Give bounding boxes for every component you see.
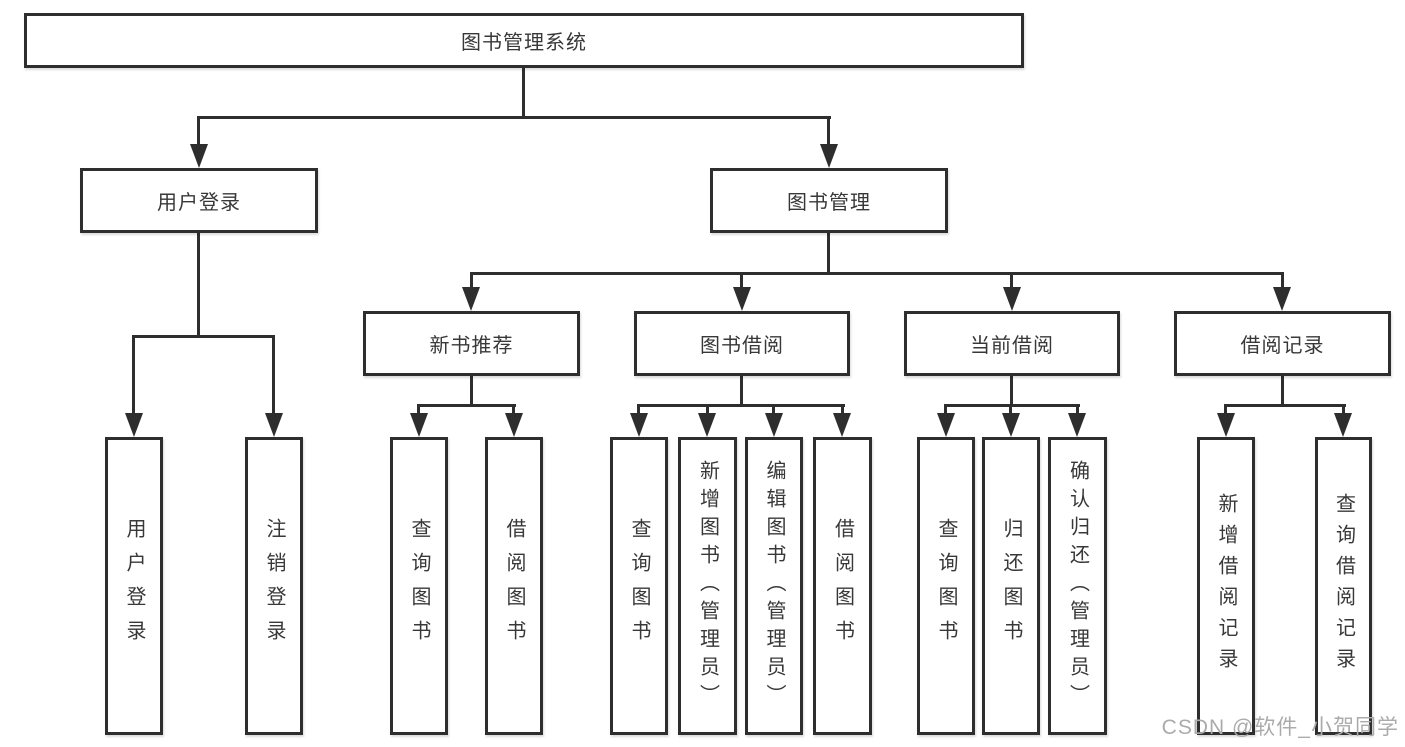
leaf-logout: 注销登录	[245, 437, 303, 735]
node-book-borrowing: 图书借阅	[634, 311, 850, 376]
leaf-current-confirm-return: 确认归还（管理员）	[1048, 437, 1107, 735]
arrow-down-icon	[190, 144, 208, 168]
connector-line	[841, 404, 844, 418]
node-user-login-label: 用户登录	[157, 192, 241, 214]
connector-line	[132, 335, 135, 418]
connector-line	[197, 116, 831, 119]
leaf-current-query-book-label: 查询图书	[935, 518, 957, 654]
connector-line	[740, 272, 743, 292]
connector-line	[944, 404, 947, 418]
arrow-down-icon	[410, 413, 428, 437]
arrow-down-icon	[937, 413, 955, 437]
connector-line	[827, 233, 830, 274]
connector-line	[522, 68, 525, 118]
arrow-down-icon	[1002, 413, 1020, 437]
connector-line	[772, 404, 775, 418]
leaf-current-return-book: 归还图书	[982, 437, 1040, 735]
connector-line	[417, 404, 516, 407]
connector-line	[470, 272, 473, 292]
leaf-borrowing-query-book-label: 查询图书	[628, 518, 650, 654]
connector-line	[1224, 404, 1346, 407]
arrow-down-icon	[462, 287, 480, 311]
node-root-label: 图书管理系统	[461, 32, 587, 54]
connector-line	[706, 404, 709, 418]
node-borrowing-records-label: 借阅记录	[1240, 335, 1325, 357]
arrow-down-icon	[820, 144, 838, 168]
leaf-logout-label: 注销登录	[263, 518, 285, 654]
connector-line	[637, 404, 845, 407]
connector-line	[197, 116, 200, 150]
arrow-down-icon	[630, 413, 648, 437]
connector-line	[417, 404, 420, 418]
leaf-records-query-record: 查询借阅记录	[1315, 437, 1372, 735]
leaf-recommend-borrow-book-label: 借阅图书	[503, 518, 525, 654]
connector-line	[740, 376, 743, 406]
arrow-down-icon	[1003, 287, 1021, 311]
connector-line	[1342, 404, 1345, 418]
leaf-recommend-query-book-label: 查询图书	[408, 518, 430, 654]
leaf-current-query-book: 查询图书	[917, 437, 975, 735]
leaf-recommend-query-book: 查询图书	[390, 437, 448, 735]
leaf-records-query-record-label: 查询借阅记录	[1332, 493, 1355, 679]
leaf-recommend-borrow-book: 借阅图书	[485, 437, 543, 735]
leaf-records-add-record-label: 新增借阅记录	[1215, 493, 1237, 679]
connector-line	[1010, 376, 1013, 406]
node-new-book-recommend-label: 新书推荐	[429, 335, 514, 357]
connector-line	[470, 272, 1284, 275]
node-borrowing-records: 借阅记录	[1174, 311, 1391, 376]
node-book-management: 图书管理	[710, 168, 948, 233]
connector-line	[827, 116, 830, 150]
node-book-management-label: 图书管理	[787, 192, 871, 214]
node-user-login: 用户登录	[80, 168, 318, 233]
node-new-book-recommend: 新书推荐	[363, 311, 580, 376]
arrow-down-icon	[265, 413, 283, 437]
connector-line	[470, 376, 473, 406]
arrow-down-icon	[733, 287, 751, 311]
arrow-down-icon	[1273, 287, 1291, 311]
leaf-borrowing-borrow-book: 借阅图书	[813, 437, 872, 735]
arrow-down-icon	[505, 413, 523, 437]
leaf-current-return-book-label: 归还图书	[1000, 518, 1022, 654]
connector-line	[272, 335, 275, 418]
connector-line	[637, 404, 640, 418]
leaf-user-login: 用户登录	[105, 437, 163, 735]
arrow-down-icon	[125, 413, 143, 437]
node-root: 图书管理系统	[24, 13, 1024, 68]
connector-line	[132, 335, 275, 338]
arrow-down-icon	[1334, 413, 1352, 437]
leaf-borrowing-borrow-book-label: 借阅图书	[831, 518, 854, 654]
node-current-borrowing: 当前借阅	[904, 311, 1120, 376]
leaf-records-add-record: 新增借阅记录	[1197, 437, 1255, 735]
connector-line	[512, 404, 515, 418]
arrow-down-icon	[698, 413, 716, 437]
csdn-watermark: CSDN @软件_小贺同学	[1161, 716, 1399, 739]
node-book-borrowing-label: 图书借阅	[700, 335, 784, 357]
connector-line	[1010, 272, 1013, 292]
arrow-down-icon	[765, 413, 783, 437]
connector-line	[1281, 272, 1284, 292]
connector-line	[197, 233, 200, 337]
connector-line	[944, 404, 1080, 407]
leaf-borrowing-edit-book-label: 编辑图书（管理员）	[763, 460, 785, 712]
arrow-down-icon	[833, 413, 851, 437]
node-current-borrowing-label: 当前借阅	[970, 335, 1054, 357]
leaf-borrowing-query-book: 查询图书	[610, 437, 668, 735]
connector-line	[1224, 404, 1227, 418]
leaf-borrowing-add-book-label: 新增图书（管理员）	[696, 460, 719, 712]
connector-line	[1009, 404, 1012, 418]
arrow-down-icon	[1217, 413, 1235, 437]
connector-line	[1281, 376, 1284, 406]
leaf-user-login-label: 用户登录	[123, 518, 145, 654]
arrow-down-icon	[1068, 413, 1086, 437]
leaf-borrowing-add-book: 新增图书（管理员）	[678, 437, 737, 735]
leaf-borrowing-edit-book: 编辑图书（管理员）	[745, 437, 803, 735]
connector-line	[1076, 404, 1079, 418]
leaf-current-confirm-return-label: 确认归还（管理员）	[1066, 460, 1089, 712]
